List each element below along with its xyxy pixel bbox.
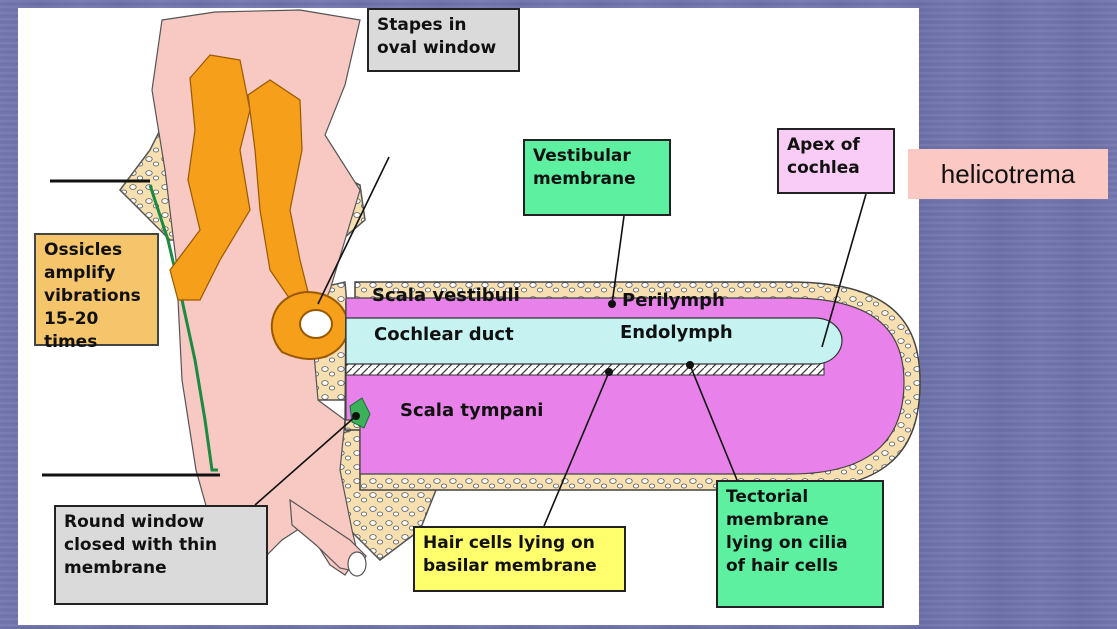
tectorial-membrane-callout: Tectorial membrane lying on cilia of hai… — [716, 480, 884, 608]
endolymph-label: Endolymph — [620, 322, 733, 343]
perilymph-label: Perilymph — [622, 290, 725, 311]
vestibular-membrane-callout: Vestibular membrane — [523, 139, 671, 216]
scala-tympani-label: Scala tympani — [400, 400, 543, 421]
scala-vestibuli-label: Scala vestibuli — [372, 285, 520, 306]
hair-cells-callout: Hair cells lying on basilar membrane — [413, 526, 626, 592]
apex-callout: Apex of cochlea — [777, 128, 895, 194]
ossicles-callout: Ossicles amplify vibrations 15-20 times — [34, 233, 159, 346]
helicotrema-label: helicotrema — [908, 149, 1108, 199]
stapes-callout: Stapes in oval window — [367, 8, 520, 72]
cochlear-duct-label: Cochlear duct — [374, 324, 514, 345]
round-window-callout: Round window closed with thin membrane — [54, 505, 268, 605]
